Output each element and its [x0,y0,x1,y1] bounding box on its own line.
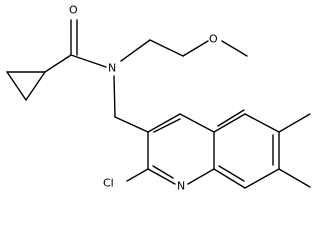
bond-cyclopropyl-b [6,71,27,101]
ring-nitrogen-label: N [177,180,185,193]
bond-cyclopropyl-c [25,71,46,101]
bond-ethyl [149,39,184,57]
ether-oxygen-label: O [209,33,218,46]
bond-c8-c8a [213,168,246,189]
bond-nitrogen-ethyl [120,39,151,62]
carbonyl-oxygen-label: O [69,4,78,17]
bond-c8-c8a-double [218,165,245,182]
bond-n1-c2 [147,168,176,185]
bond-nitrogen-methylene [113,75,116,118]
bond-c7-c8 [244,168,280,189]
chemical-structure: O N O Cl N [6,4,311,193]
bond-c3-c4 [147,113,181,133]
structure-canvas: O N O Cl N [6,4,311,193]
bond-c3-c4-double [153,118,181,133]
bond-c7-methyl [278,168,311,188]
bond-c4-c4a [179,113,215,133]
bond-c5-c6 [244,113,280,133]
bond-c4a-c5 [213,113,246,133]
bond-cyclopropyl-carbonyl [44,54,72,73]
amide-nitrogen-label: N [108,62,116,75]
bond-oxygen-methyl [221,40,248,57]
bond-ethyl-oxygen [182,40,209,57]
bond-n1-c2-double [152,165,174,179]
bond-methylene-quinoline [114,116,149,133]
bond-carbonyl-nitrogen [70,54,107,68]
bond-c2-chlorine [126,168,149,182]
bond-c6-methyl [278,113,311,133]
bond-c8a-n1 [187,168,215,185]
chlorine-label: Cl [103,177,114,190]
bond-c4a-c5-double [217,109,245,127]
